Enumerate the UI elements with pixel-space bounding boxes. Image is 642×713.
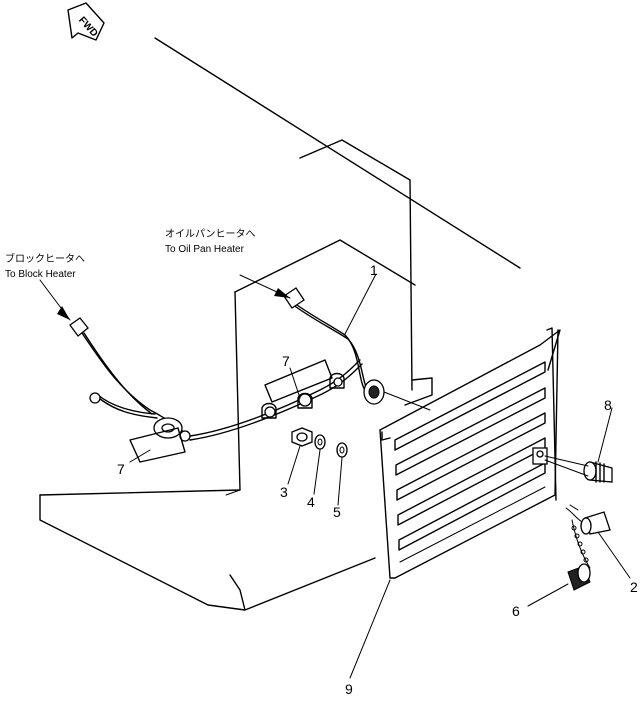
receptacle xyxy=(544,455,613,483)
callout-7b: 7 xyxy=(117,461,125,477)
chain-and-cap xyxy=(567,519,591,591)
note-oil-pan-heater-jp: オイルパンヒータへ xyxy=(165,228,256,240)
callout-9: 9 xyxy=(345,681,353,697)
callout-8: 8 xyxy=(604,397,612,413)
clamps xyxy=(129,359,345,463)
note-block-heater: ブロックヒータへ To Block Heater xyxy=(5,252,85,280)
access-cover xyxy=(379,327,561,579)
note-block-heater-jp: ブロックヒータへ xyxy=(5,252,85,265)
receptacle-mount xyxy=(532,447,548,465)
note-block-heater-en: To Block Heater xyxy=(5,269,76,280)
fwd-arrow: FWD xyxy=(67,2,105,41)
callout-5: 5 xyxy=(333,504,341,520)
fwd-label: FWD xyxy=(76,15,99,39)
note-oil-pan-heater-en: To Oil Pan Heater xyxy=(165,244,245,255)
callout-6: 6 xyxy=(512,603,520,619)
note-oil-pan-heater: オイルパンヒータへ To Oil Pan Heater xyxy=(165,228,256,255)
callout-4: 4 xyxy=(307,494,315,510)
machine-body xyxy=(39,37,521,611)
callout-1: 1 xyxy=(370,262,378,278)
callout-2: 2 xyxy=(630,579,638,595)
callout-numbers: 1 2 3 4 5 6 7 7 8 9 xyxy=(117,262,638,697)
callout-3: 3 xyxy=(280,484,288,500)
fasteners xyxy=(291,427,348,458)
leader-lines xyxy=(39,273,631,679)
wiring-harness xyxy=(69,287,431,442)
cap xyxy=(565,504,611,535)
callout-7a: 7 xyxy=(282,353,290,369)
